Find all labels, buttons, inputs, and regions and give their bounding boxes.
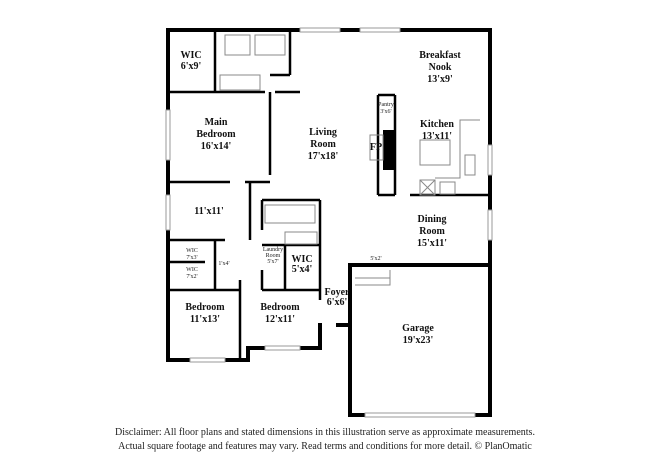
size-bedroom-left: 11'x13' — [190, 314, 220, 325]
size-kitchen: 13'x11' — [422, 131, 452, 142]
label-wic-small: WIC — [291, 254, 312, 265]
label-garage: Garage — [402, 323, 434, 334]
size-breakfast-nook: 13'x9' — [427, 74, 453, 85]
size-wic-a: 7'x3' — [186, 255, 197, 261]
label-kitchen: Kitchen — [420, 119, 454, 130]
size-dining-room: 15'x11' — [417, 238, 447, 249]
label-living-room-2: Room — [310, 139, 336, 150]
size-wic-main: 6'x9' — [181, 61, 202, 72]
label-main-bedroom-2: Bedroom — [196, 129, 236, 140]
label-bedroom-right: Bedroom — [260, 302, 300, 313]
size-bedroom-right: 12'x11' — [265, 314, 295, 325]
size-laundry: 5'x7' — [267, 259, 278, 265]
disclaimer-line-2: Actual square footage and features may v… — [118, 441, 532, 452]
label-breakfast-nook-1: Breakfast — [419, 50, 461, 61]
label-living-room-1: Living — [309, 127, 337, 138]
size-pantry: 3'x6' — [380, 109, 391, 115]
fixtures — [219, 34, 480, 286]
size-garage: 19'x23' — [403, 335, 434, 346]
label-breakfast-nook-2: Nook — [429, 62, 452, 73]
size-wic-b: 7'x2' — [186, 274, 197, 280]
label-fireplace: FP — [370, 142, 382, 153]
label-wic-a: WIC — [186, 248, 198, 254]
size-foyer: 6'x6' — [327, 297, 348, 308]
label-dining-room-2: Room — [419, 226, 445, 237]
fireplace-block — [383, 130, 395, 170]
label-wic-b: WIC — [186, 267, 198, 273]
size-main-bedroom: 16'x14' — [201, 141, 232, 152]
size-closet: 1'x4' — [218, 261, 229, 267]
label-laundry-2: Room — [266, 253, 281, 259]
label-dining-room-1: Dining — [418, 214, 447, 225]
disclaimer-line-1: Disclaimer: All floor plans and stated d… — [115, 427, 535, 438]
size-bedroom-mid: 11'x11' — [194, 206, 224, 217]
label-laundry-1: Laundry — [263, 247, 283, 253]
size-closet-foyer: 5'x2' — [370, 256, 381, 262]
label-wic-main: WIC — [180, 50, 201, 61]
size-living-room: 17'x18' — [308, 151, 339, 162]
label-foyer: Foyer — [325, 287, 351, 298]
size-wic-small: 5'x4' — [292, 264, 313, 275]
label-pantry: Pantry — [378, 102, 394, 108]
label-bedroom-left: Bedroom — [185, 302, 225, 313]
label-main-bedroom-1: Main — [205, 117, 228, 128]
interior-walls — [168, 30, 490, 360]
windows — [165, 27, 493, 418]
